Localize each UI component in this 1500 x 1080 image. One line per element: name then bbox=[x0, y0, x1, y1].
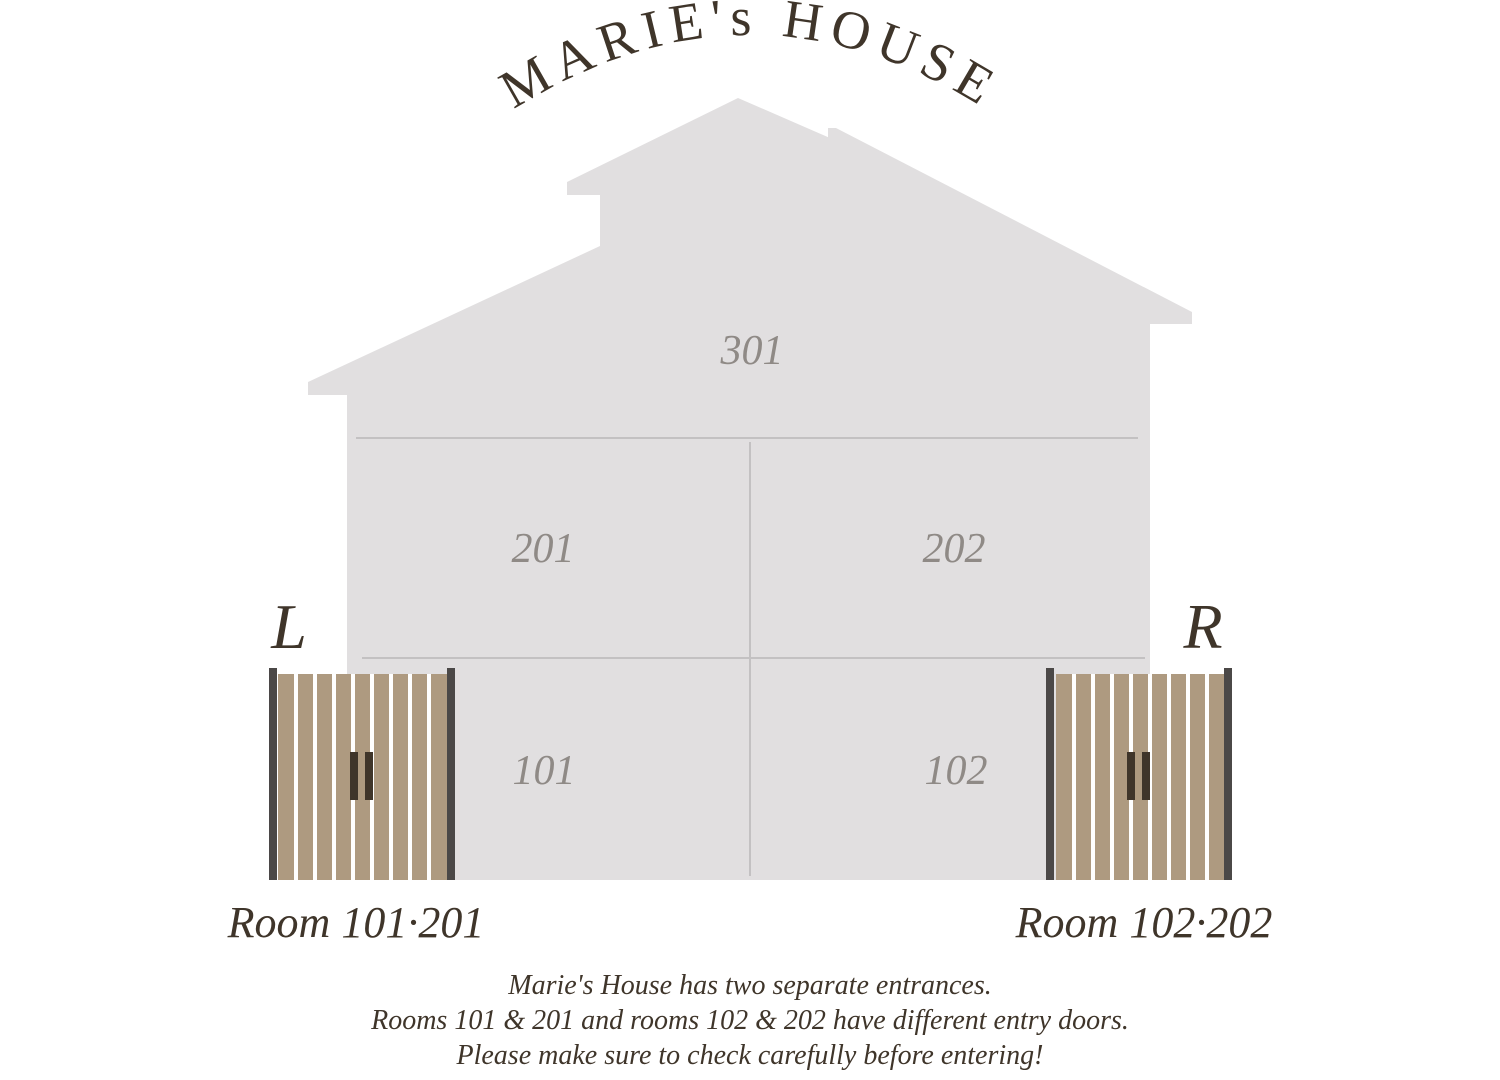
left-door-handle-2 bbox=[365, 752, 373, 800]
left-door-post-right bbox=[447, 668, 455, 880]
diagram-title-text: MARIE's HOUSE bbox=[490, 0, 1003, 120]
right-door-post-left bbox=[1046, 668, 1054, 880]
notice-line-3: Please make sure to check carefully befo… bbox=[456, 1040, 1044, 1071]
left-door-handle-1 bbox=[350, 752, 358, 800]
left-door-post-left bbox=[269, 668, 277, 880]
left-entrance-door bbox=[269, 668, 455, 880]
right-door-post-right bbox=[1224, 668, 1232, 880]
room-101-label: 101 bbox=[513, 748, 576, 794]
right-entrance-label: Room 102·202 bbox=[1015, 898, 1273, 947]
room-102-label: 102 bbox=[925, 748, 988, 794]
room-201-label: 201 bbox=[512, 526, 575, 572]
right-door-handle-1 bbox=[1127, 752, 1135, 800]
left-entrance-label: Room 101·201 bbox=[227, 898, 485, 947]
entrance-notice: Marie's House has two separate entrances… bbox=[0, 968, 1500, 1073]
left-door-panel bbox=[278, 674, 447, 880]
room-202-label: 202 bbox=[923, 526, 986, 572]
notice-line-2: Rooms 101 & 201 and rooms 102 & 202 have… bbox=[371, 1005, 1129, 1036]
diagram-title: MARIE's HOUSE bbox=[490, 0, 1011, 120]
notice-line-1: Marie's House has two separate entrances… bbox=[508, 970, 992, 1001]
room-301-label: 301 bbox=[720, 328, 784, 374]
right-door-panel bbox=[1056, 674, 1224, 880]
right-entrance-door bbox=[1046, 668, 1232, 880]
right-side-letter: R bbox=[1182, 591, 1222, 662]
right-door-handle-2 bbox=[1142, 752, 1150, 800]
left-side-letter: L bbox=[270, 591, 307, 662]
